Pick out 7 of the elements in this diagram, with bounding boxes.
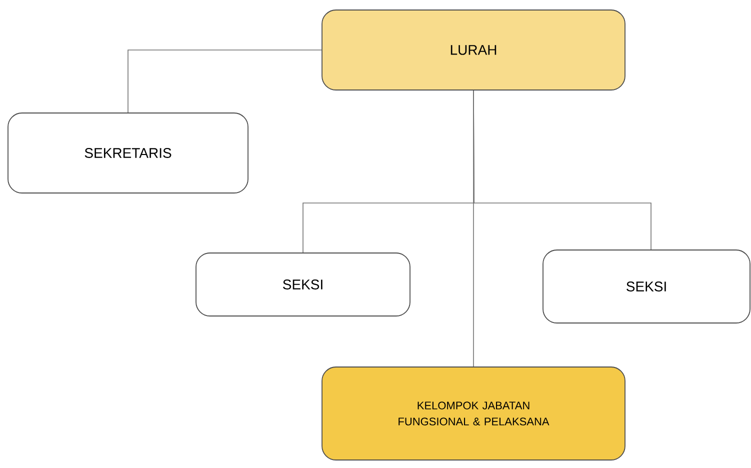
org-box: SEKSI bbox=[542, 250, 750, 324]
org-box: SEKRETARIS bbox=[8, 112, 248, 194]
group-box: KELOMPOK JABATAN FUNGSIONAL & PELAKSANA bbox=[322, 366, 626, 460]
connector-line bbox=[128, 50, 322, 113]
head-box: LURAH bbox=[322, 10, 626, 90]
connector-line bbox=[473, 90, 474, 367]
org-box: SEKSI bbox=[196, 252, 410, 316]
